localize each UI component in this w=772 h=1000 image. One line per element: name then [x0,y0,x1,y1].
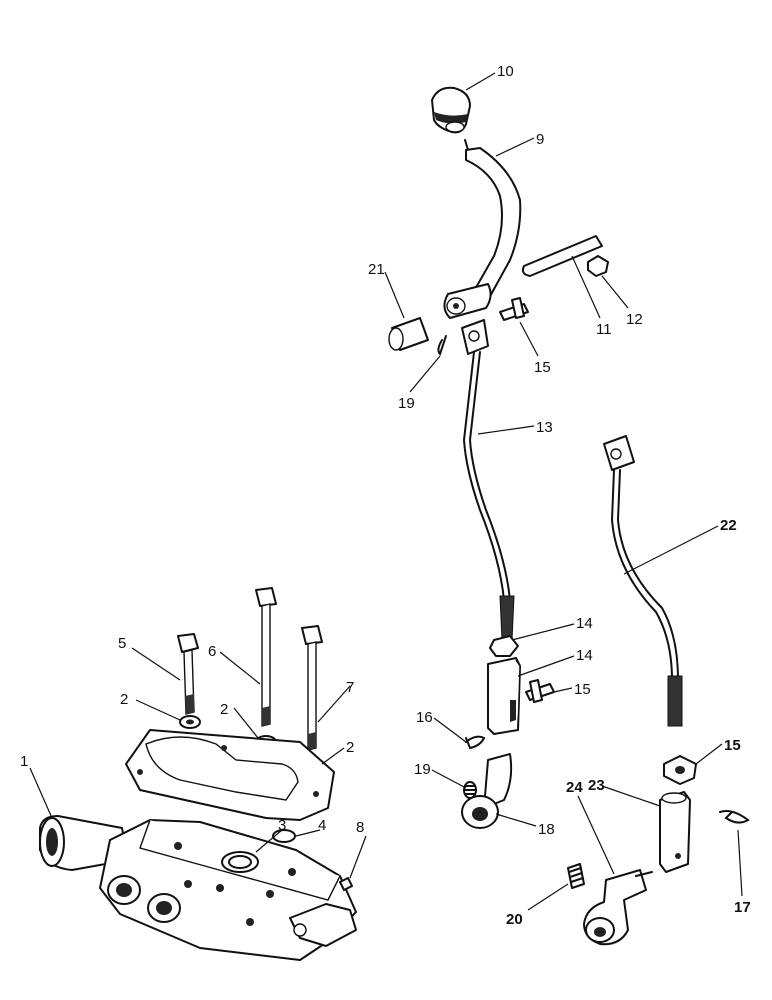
callout-2-mid: 2 [220,701,228,718]
bolt-7 [301,625,323,751]
callout-16-right: 17 [734,899,751,916]
callout-labels: 10 9 21 11 12 15 19 13 14 14 15 16 19 18… [20,63,751,928]
callout-23: 23 [588,777,605,794]
valve-body [39,815,357,961]
rod-12 [462,351,515,641]
callout-8: 9 [536,131,544,148]
callout-22: 22 [720,517,737,534]
callout-2-right: 2 [346,739,354,756]
callout-14-upper: 14 [576,615,593,632]
clevis-top [461,319,489,355]
setscrew-19-upper [463,781,477,799]
callout-4: 4 [318,817,326,834]
coupling-13 [487,657,521,735]
nut-14-lower [663,755,697,785]
callout-6: 6 [208,643,216,660]
callout-9: 10 [497,63,514,80]
callout-5: 5 [118,635,126,652]
callout-21: 21 [368,261,385,278]
callout-18: 18 [538,821,555,838]
bracket-18 [461,753,513,829]
callout-2-left: 2 [120,691,128,708]
callout-24: 24 [566,779,583,796]
bolt-15-lower [525,679,555,703]
pin-10 [521,235,603,277]
callout-15-upper: 15 [534,359,551,376]
setscrew-19-lower [567,863,585,889]
callout-1: 1 [20,753,28,770]
callout-19-lower: 20 [506,911,523,928]
callout-19-upper: 19 [414,761,431,778]
bolt-15-upper [499,297,529,321]
cover-plate [125,729,335,821]
seal-20 [339,877,353,891]
callout-10: 11 [596,321,612,338]
lever-knob [431,86,471,134]
callout-15-lower: 15 [574,681,591,698]
bolt-5 [177,633,199,715]
leader-lines [29,72,743,911]
washer-2-left [179,715,201,729]
coupling-23 [659,791,691,873]
callout-12: 13 [536,419,553,436]
nut-14-upper [489,635,519,657]
bolt-6 [255,587,277,727]
callout-14-lower: 15 [724,737,741,754]
bracket-24 [583,869,653,946]
nut-11 [587,255,609,277]
rod-22 [603,435,683,727]
callout-7: 7 [346,679,354,696]
clip-16-left [465,735,486,750]
lever-arm [443,139,522,319]
callout-3: 3 [278,817,286,834]
callout-20: 8 [356,819,364,836]
callout-13: 14 [576,647,593,664]
clip-16-right [719,810,750,824]
callout-11: 12 [626,311,643,328]
callout-16-left: 16 [416,709,433,726]
bushing-21 [388,317,429,351]
callout-17: 19 [398,395,415,412]
cotter-pin-17 [437,335,447,356]
